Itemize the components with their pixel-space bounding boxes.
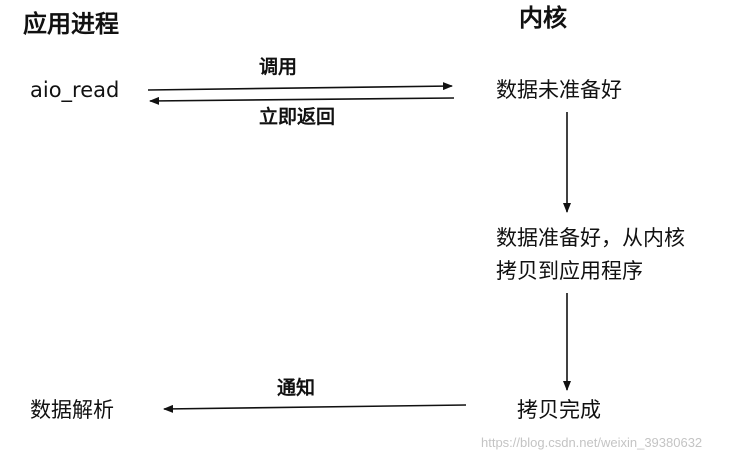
call-arrow (147, 82, 453, 91)
return-arrow-label: 立即返回 (259, 106, 336, 128)
data-ready-node-line1: 数据准备好，从内核 (496, 226, 685, 250)
call-arrow-label: 调用 (259, 56, 298, 78)
notify-arrow-label: 通知 (277, 377, 316, 399)
copy-done-node: 拷贝完成 (517, 398, 601, 422)
notify-arrow (163, 404, 467, 413)
data-not-ready-node: 数据未准备好 (496, 78, 622, 102)
data-ready-node-line2: 拷贝到应用程序 (496, 259, 643, 283)
watermark: https://blog.csdn.net/weixin_39380632 (481, 435, 703, 450)
process-header: 应用进程 (23, 10, 119, 38)
kernel-header: 内核 (519, 4, 567, 32)
aio-read-node: aio_read (30, 78, 120, 102)
return-arrow (149, 96, 455, 105)
data-parse-node: 数据解析 (30, 398, 114, 422)
